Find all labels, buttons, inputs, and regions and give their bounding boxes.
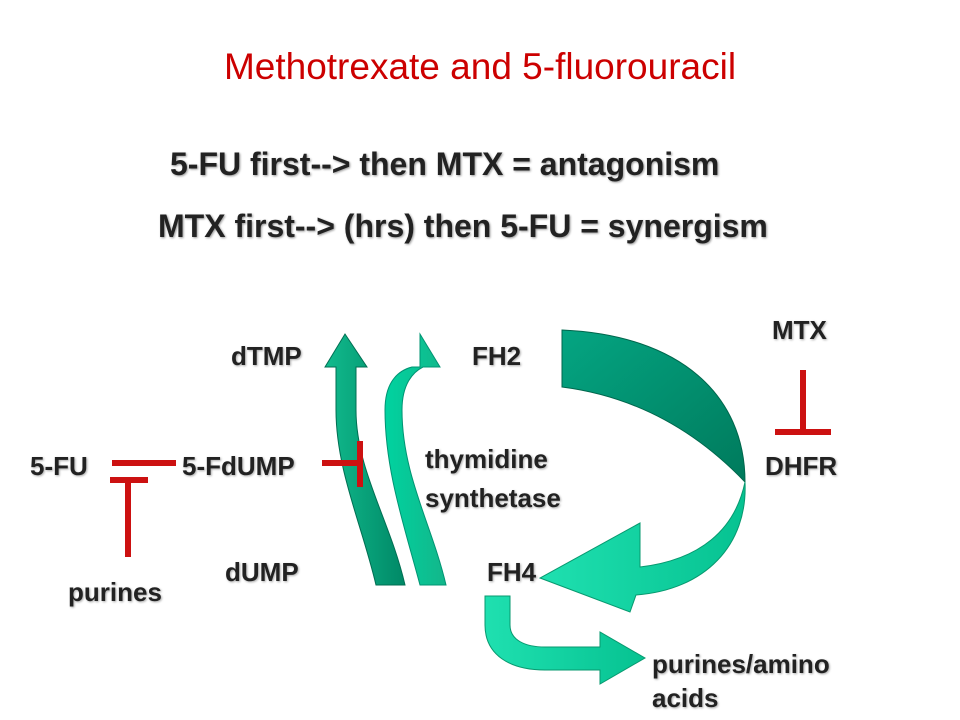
- label-fh2: FH2: [472, 341, 522, 371]
- label-fh4: FH4: [487, 557, 537, 587]
- crossing-arrow-dump-to-dtmp-icon: [324, 333, 406, 586]
- crossing-arrow-to-fh2-icon: [384, 332, 447, 586]
- label-mtx: MTX: [772, 315, 827, 345]
- curved-arrow-fh4-to-purines-icon: [484, 595, 646, 685]
- label-5-fdump: 5-FdUMP: [182, 451, 295, 481]
- label-synthetase: synthetase: [425, 483, 561, 513]
- label-thymidine: thymidine: [425, 444, 548, 474]
- purines-inhibition-icon: [110, 477, 148, 557]
- antagonism-statement: 5-FU first--> then MTX = antagonism: [170, 146, 720, 182]
- synergism-statement: MTX first--> (hrs) then 5-FU = synergism: [158, 208, 768, 244]
- curved-arrow-fh2-to-fh4-icon: [538, 329, 746, 613]
- label-purines: purines: [68, 577, 162, 607]
- slide-title: Methotrexate and 5-fluorouracil: [223, 46, 737, 87]
- label-dump: dUMP: [225, 557, 299, 587]
- label-5-fu: 5-FU: [30, 451, 88, 481]
- label-acids: acids: [652, 683, 719, 713]
- label-dtmp: dTMP: [231, 341, 302, 371]
- fdump-inhibition-icon: [322, 441, 363, 487]
- mtx-inhibition-icon: [775, 370, 831, 435]
- label-dhfr: DHFR: [765, 451, 838, 481]
- label-purines-amino: purines/amino: [652, 649, 830, 679]
